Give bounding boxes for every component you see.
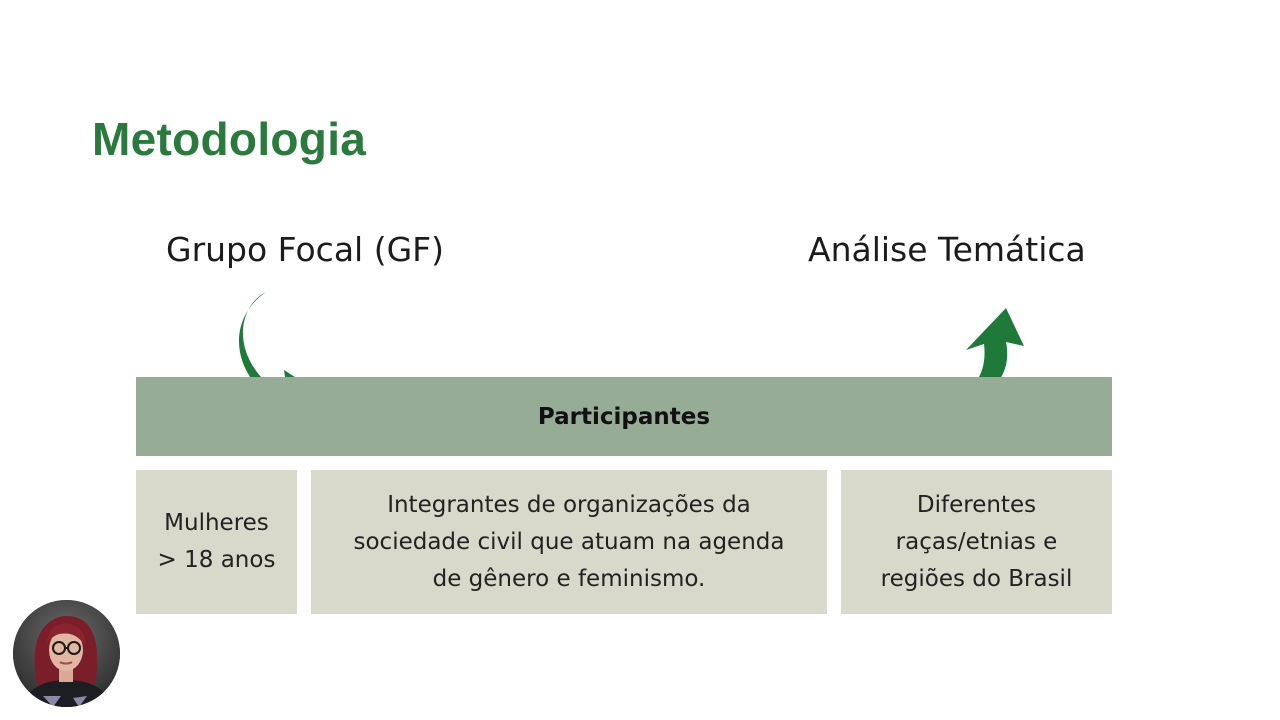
participantes-header: Participantes xyxy=(136,377,1112,456)
participantes-label: Participantes xyxy=(537,403,711,430)
presenter-webcam-avatar xyxy=(13,600,120,707)
participant-box-organizacoes: Integrantes de organizações da sociedade… xyxy=(311,470,827,614)
box-line: Mulheres xyxy=(164,510,269,536)
box-line: sociedade civil que atuam na agenda xyxy=(353,528,785,555)
box-line: de gênero e feminismo. xyxy=(432,565,706,592)
grupo-focal-label: Grupo Focal (GF) xyxy=(166,230,445,269)
analise-tematica-label: Análise Temática xyxy=(808,230,1086,269)
curved-arrow-up-right-icon xyxy=(928,308,1024,408)
participant-box-diversidade: Diferentes raças/etnias e regiões do Bra… xyxy=(841,470,1112,614)
box-line: regiões do Brasil xyxy=(880,565,1073,592)
participant-box-mulheres: Mulheres > 18 anos xyxy=(136,470,297,614)
box-line: raças/etnias e xyxy=(895,528,1058,555)
box-line: Diferentes xyxy=(916,491,1037,518)
presenter-illustration xyxy=(13,600,120,707)
box-line: > 18 anos xyxy=(157,547,276,573)
slide-title: Metodologia xyxy=(92,113,367,165)
box-line: Integrantes de organizações da xyxy=(387,491,751,518)
